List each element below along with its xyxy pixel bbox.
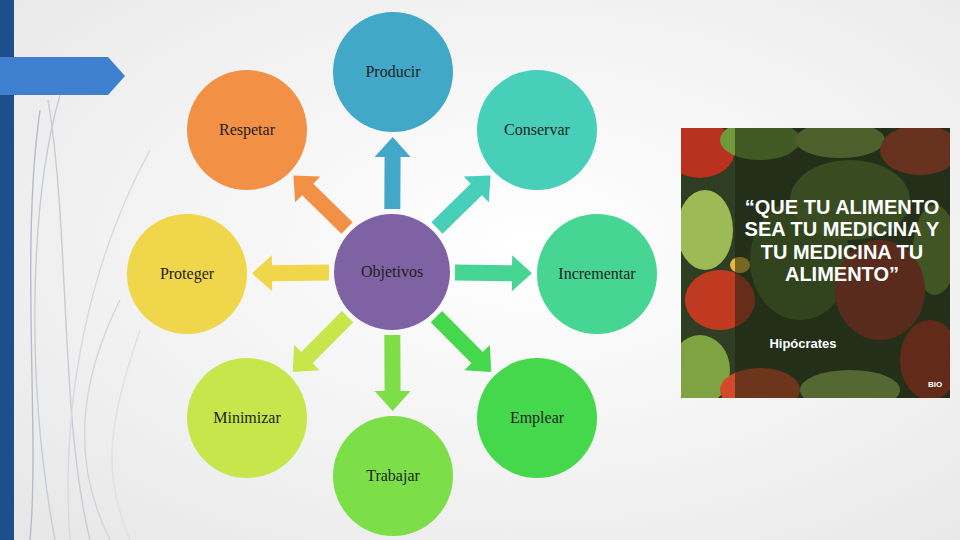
- salad-photo: [681, 128, 950, 398]
- goal-circle: Respetar: [187, 70, 307, 190]
- node-label: Objetivos: [361, 262, 423, 281]
- goal-circle: Minimizar: [187, 358, 307, 478]
- goal-circle: Emplear: [477, 358, 597, 478]
- block-arrow: [375, 137, 411, 209]
- block-arrow: [431, 175, 490, 233]
- goal-circle: Incrementar: [537, 214, 657, 334]
- quote-text: “QUE TU ALIMENTO SEA TU MEDICINA Y TU ME…: [738, 196, 946, 286]
- block-arrow: [252, 255, 329, 291]
- node-label: Incrementar: [558, 264, 635, 283]
- block-arrow: [293, 175, 352, 233]
- block-arrow: [293, 311, 353, 372]
- node-label: Minimizar: [213, 408, 281, 427]
- block-arrow: [431, 311, 491, 372]
- goal-circle: Conservar: [477, 70, 597, 190]
- watermark: BIO: [924, 380, 946, 389]
- circle-fill: [477, 70, 597, 190]
- circle-fill: [333, 416, 453, 536]
- circle-fill: [537, 214, 657, 334]
- center-circle: Objetivos: [334, 214, 450, 330]
- goal-circle: Producir: [333, 12, 453, 132]
- circle-fill: [334, 214, 450, 330]
- decorative-curves: [30, 95, 150, 540]
- block-arrow: [375, 335, 411, 411]
- node-label: Emplear: [510, 408, 564, 427]
- node-label: Conservar: [504, 120, 570, 139]
- circle-fill: [187, 358, 307, 478]
- circle-fill: [127, 214, 247, 334]
- circle-fill: [333, 12, 453, 132]
- circle-fill: [477, 358, 597, 478]
- goal-circle: Trabajar: [333, 416, 453, 536]
- quote-author: Hipócrates: [758, 336, 848, 351]
- node-label: Producir: [365, 62, 420, 81]
- node-label: Respetar: [219, 120, 275, 139]
- node-label: Trabajar: [366, 466, 420, 485]
- title-tab: [0, 57, 125, 95]
- node-label: Proteger: [160, 264, 214, 283]
- block-arrow: [455, 255, 532, 291]
- circle-fill: [187, 70, 307, 190]
- goal-circle: Proteger: [127, 214, 247, 334]
